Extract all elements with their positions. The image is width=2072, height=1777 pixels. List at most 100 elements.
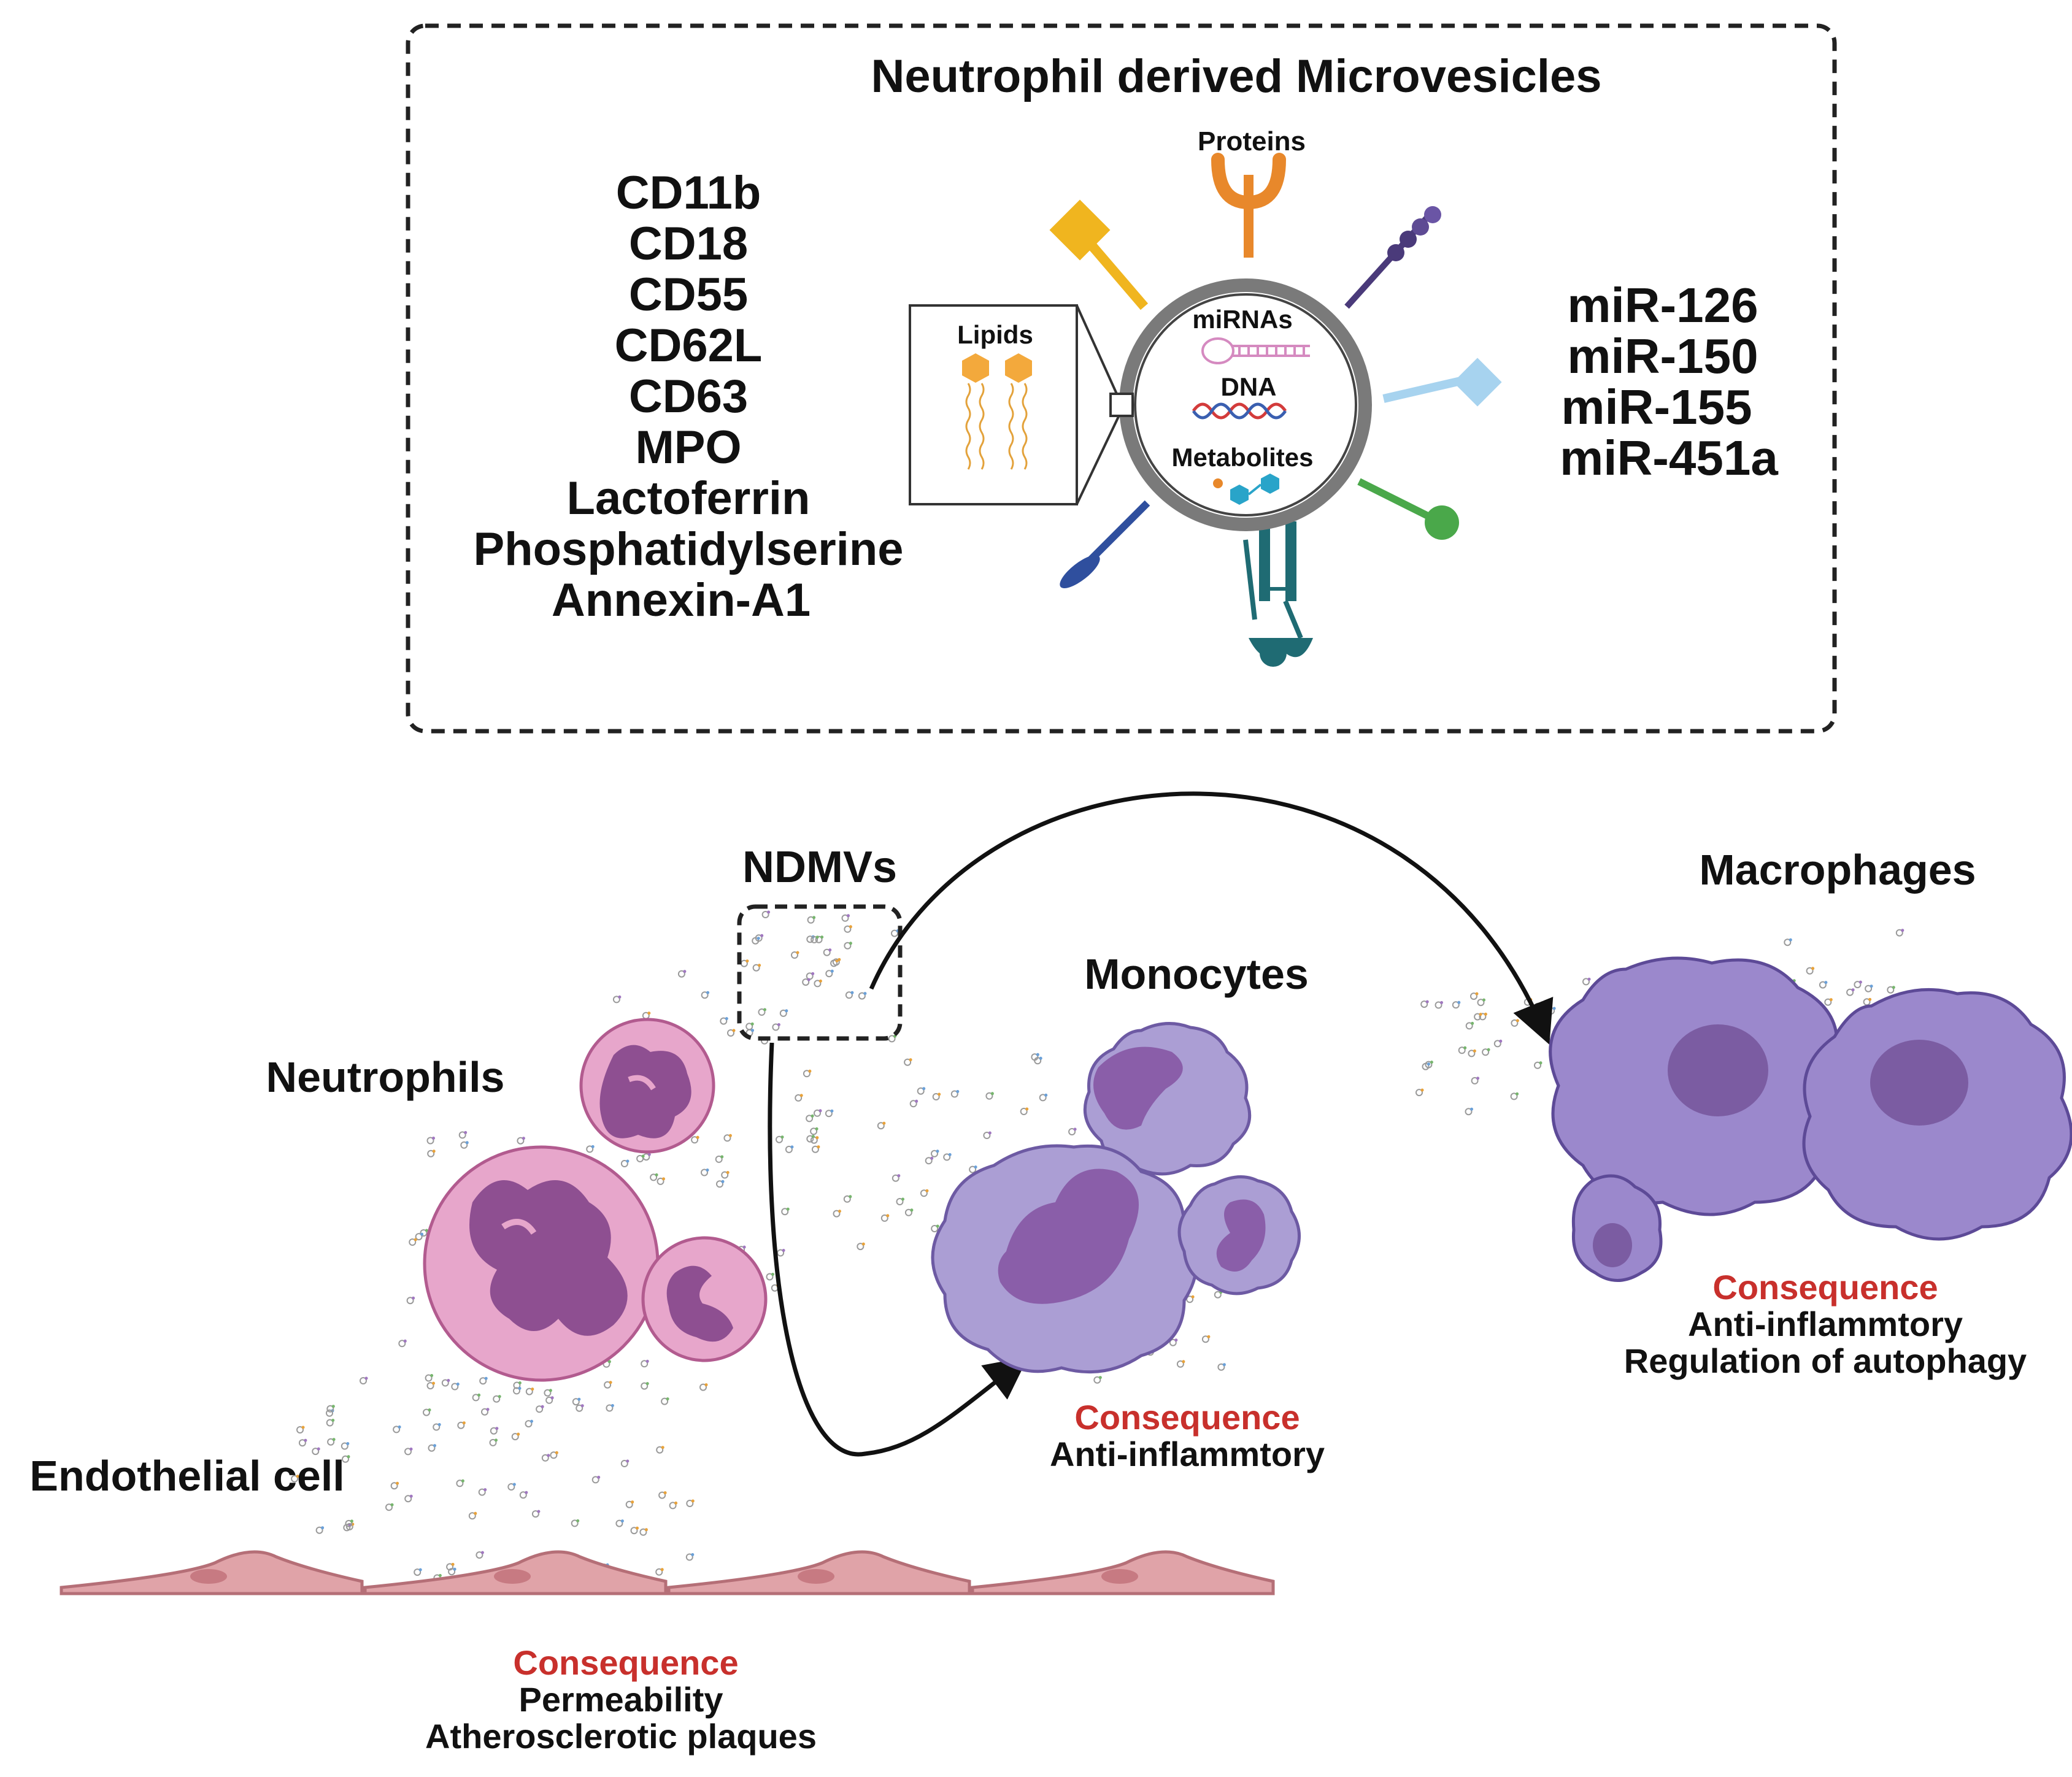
neutrophil-cell bbox=[579, 1018, 715, 1154]
vesicle-particle-dot bbox=[897, 1174, 901, 1178]
top-panel-title: Neutrophil derived Microvesicles bbox=[871, 50, 1601, 102]
vesicle-particle bbox=[291, 1475, 299, 1483]
macrophage-consequence: Consequence Anti-inflammtory Regulation … bbox=[1624, 1268, 2027, 1380]
vesicle-particle-dot bbox=[1824, 981, 1828, 984]
vesicle-particle-dot bbox=[1892, 986, 1895, 989]
vesicle-particle bbox=[427, 1149, 435, 1157]
vesicle-particle-dot bbox=[398, 1425, 401, 1429]
vesicle-particle-dot bbox=[456, 1383, 460, 1386]
vesicle-particle-dot bbox=[948, 1153, 952, 1156]
vesicle-particle-dot bbox=[1025, 1107, 1029, 1111]
vesicle-particle bbox=[715, 1155, 723, 1163]
vesicle-particle-dot bbox=[706, 991, 710, 994]
lightblue-protein-icon bbox=[1382, 358, 1502, 407]
mirna-item: miR-126 bbox=[1567, 278, 1758, 332]
vesicle-particle-dot bbox=[465, 1141, 469, 1145]
vesicle-particle bbox=[545, 1396, 553, 1404]
vesicle-particle bbox=[802, 978, 810, 986]
vesicle-particle bbox=[1468, 1050, 1476, 1057]
vesicle-particle-dot bbox=[922, 1087, 926, 1091]
vesicle-particle-dot bbox=[1539, 1002, 1542, 1006]
vesicle-particle bbox=[414, 1568, 422, 1576]
vesicle-particle bbox=[806, 935, 814, 943]
vesicle-particle bbox=[1819, 981, 1827, 989]
vesicle-particle-dot bbox=[541, 1405, 544, 1408]
vesicle-particle-dot bbox=[901, 1197, 904, 1201]
ndmvs-box bbox=[737, 904, 903, 1041]
vesicle-particle-dot bbox=[661, 1446, 664, 1449]
vesicle-particle bbox=[699, 1383, 707, 1391]
vesicle-particle-dot bbox=[728, 1134, 732, 1137]
vesicle-particle bbox=[420, 1229, 428, 1237]
vesicle-particle bbox=[1169, 1338, 1177, 1346]
mirna-hairpin-icon bbox=[1201, 337, 1310, 364]
vesicle-particle bbox=[810, 1127, 818, 1135]
vesicle-particle bbox=[576, 1404, 583, 1412]
vesicle-particle-dot bbox=[433, 1444, 436, 1448]
vesicle-particle bbox=[591, 1476, 599, 1484]
vesicle-particle-dot bbox=[910, 1208, 914, 1212]
vesicle-particle-dot bbox=[751, 1029, 754, 1032]
vesicle-particle-dot bbox=[580, 1404, 584, 1408]
vesicle-particle-dot bbox=[849, 925, 852, 929]
vesicle-particle-dot bbox=[938, 1092, 941, 1096]
vesicle-particle-dot bbox=[974, 1165, 977, 1169]
vesicle-particle-dot bbox=[990, 1092, 994, 1096]
mirna-item: miR-155 bbox=[1561, 380, 1752, 434]
vesicle-particle bbox=[620, 1160, 628, 1167]
vesicle-particle-dot bbox=[420, 1232, 424, 1236]
vesicle-particle-dot bbox=[674, 1501, 678, 1505]
vesicle-particle bbox=[685, 1553, 693, 1561]
vesicle-particle-dot bbox=[1191, 1295, 1195, 1299]
vesicle-particle-dot bbox=[537, 1510, 541, 1513]
vesicle-particle bbox=[423, 1408, 430, 1416]
vesicle-particle bbox=[1510, 1092, 1518, 1100]
vesicle-particle-dot bbox=[626, 1459, 630, 1463]
dna-label: DNA bbox=[1221, 372, 1277, 401]
macrophages-label: Macrophages bbox=[1699, 846, 1976, 894]
vesicle-particle-dot bbox=[725, 1017, 728, 1021]
vesicle-particle bbox=[983, 1132, 991, 1139]
vesicle-particle-dot bbox=[808, 1069, 812, 1073]
vesicle-particle bbox=[630, 1527, 638, 1535]
teal-receptor-icon bbox=[1243, 521, 1313, 667]
consequence-line: Anti-inflammtory bbox=[1688, 1305, 1963, 1343]
vesicle-particle-dot bbox=[1479, 1013, 1482, 1016]
vesicle-particle-dot bbox=[663, 1491, 667, 1495]
arrow-to-macrophages bbox=[869, 791, 1554, 1045]
neutrophils-label: Neutrophils bbox=[266, 1053, 505, 1101]
endothelial-layer bbox=[60, 1550, 1275, 1595]
vesicle-particle bbox=[845, 991, 853, 999]
vesicle-particle bbox=[448, 1568, 456, 1576]
vesicle-particle bbox=[701, 1169, 708, 1176]
vesicle-particle bbox=[795, 1094, 803, 1102]
vesicle-particle-dot bbox=[525, 1491, 528, 1494]
vesicle-particle bbox=[415, 1233, 423, 1241]
consequence-line: Atherosclerotic plaques bbox=[425, 1717, 817, 1756]
vesicle-particle bbox=[472, 1394, 480, 1402]
vesicle-particle bbox=[691, 1136, 699, 1144]
proteins-label: Proteins bbox=[1198, 126, 1306, 156]
vesicle-particle bbox=[639, 1528, 647, 1536]
vesicle-particle bbox=[1824, 998, 1832, 1006]
monocyte-cell bbox=[931, 1144, 1198, 1374]
vesicle-particle-dot bbox=[660, 1568, 664, 1572]
vesicle-particle-dot bbox=[815, 935, 819, 939]
vesicle-particle bbox=[425, 1374, 433, 1382]
vesicle-particle-dot bbox=[815, 1136, 819, 1140]
vesicle-particle bbox=[409, 1238, 417, 1246]
vesicle-particle-dot bbox=[750, 1022, 754, 1026]
vesicle-particle-dot bbox=[464, 1130, 468, 1134]
vesicle-particle-dot bbox=[530, 1419, 533, 1423]
vesicle-particle-dot bbox=[811, 972, 815, 975]
vesicle-particle-dot bbox=[396, 1481, 399, 1485]
microvesicle-icon: Proteins bbox=[909, 126, 1502, 667]
vesicle-particle-dot bbox=[777, 1023, 780, 1026]
vesicle-particle-dot bbox=[550, 1396, 554, 1400]
vesicle-particle bbox=[904, 1058, 912, 1066]
macrophage-cell bbox=[1549, 956, 1851, 1216]
vesicle-particle-dot bbox=[930, 1156, 934, 1160]
mirna-list: miR-126 miR-150 miR-155 miR-451a bbox=[1560, 278, 1778, 485]
mirna-item: miR-150 bbox=[1567, 329, 1758, 383]
vesicle-particle bbox=[315, 1526, 323, 1534]
